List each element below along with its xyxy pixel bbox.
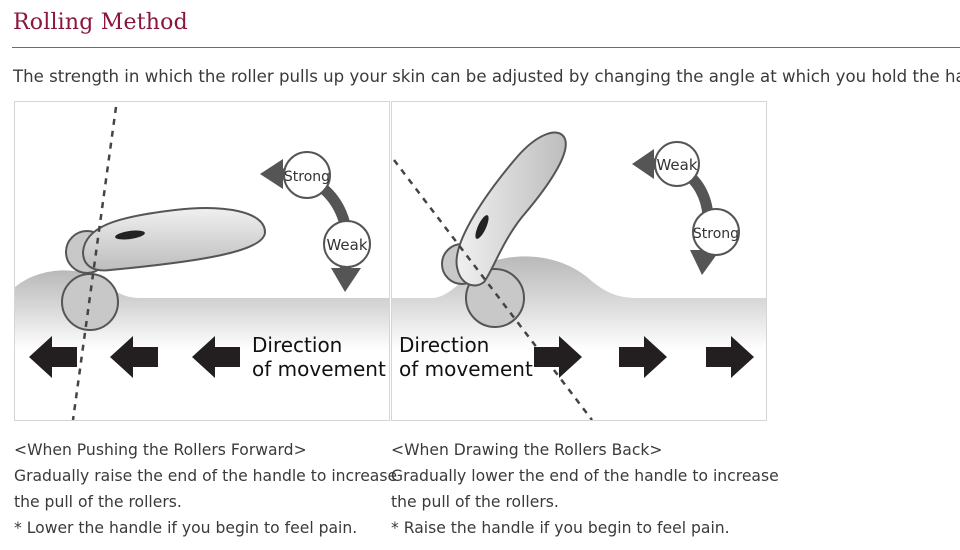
caption-heading: <When Drawing the Rollers Back> bbox=[391, 441, 663, 459]
direction-label-line1: Direction bbox=[399, 333, 489, 357]
weak-label: Weak bbox=[656, 156, 697, 174]
direction-label-line2: of movement bbox=[252, 357, 386, 381]
direction-arrow-2 bbox=[619, 336, 667, 378]
direction-label-line1: Direction bbox=[252, 333, 342, 357]
caption-line: Gradually lower the end of the handle to… bbox=[391, 467, 779, 485]
weak-label: Weak bbox=[326, 236, 367, 254]
strong-label: Strong bbox=[693, 226, 739, 242]
roller-handle bbox=[455, 131, 567, 287]
intro-text: The strength in which the roller pulls u… bbox=[13, 67, 960, 86]
push-forward-caption: <When Pushing the Rollers Forward> Gradu… bbox=[14, 437, 398, 541]
direction-arrow-1 bbox=[29, 336, 77, 378]
caption-heading: <When Pushing the Rollers Forward> bbox=[14, 441, 307, 459]
roller-handle bbox=[81, 207, 267, 272]
draw-back-illustration: Weak Strong Direction of movement bbox=[391, 101, 767, 421]
caption-note: * Raise the handle if you begin to feel … bbox=[391, 519, 730, 537]
push-forward-illustration: Strong Weak Direction of movement bbox=[14, 101, 390, 421]
direction-label-line2: of movement bbox=[399, 357, 533, 381]
direction-arrow-3 bbox=[192, 336, 240, 378]
angle-guide-line bbox=[71, 106, 118, 420]
direction-arrow-1 bbox=[534, 336, 582, 378]
direction-arrow-3 bbox=[706, 336, 754, 378]
direction-arrow-2 bbox=[110, 336, 158, 378]
draw-back-caption: <When Drawing the Rollers Back> Graduall… bbox=[391, 437, 779, 541]
caption-line: the pull of the rollers. bbox=[391, 493, 559, 511]
caption-line: the pull of the rollers. bbox=[14, 493, 182, 511]
caption-note: * Lower the handle if you begin to feel … bbox=[14, 519, 358, 537]
caption-line: Gradually raise the end of the handle to… bbox=[14, 467, 398, 485]
page-title: Rolling Method bbox=[13, 10, 188, 35]
title-divider bbox=[12, 47, 960, 48]
strong-label: Strong bbox=[284, 169, 330, 185]
